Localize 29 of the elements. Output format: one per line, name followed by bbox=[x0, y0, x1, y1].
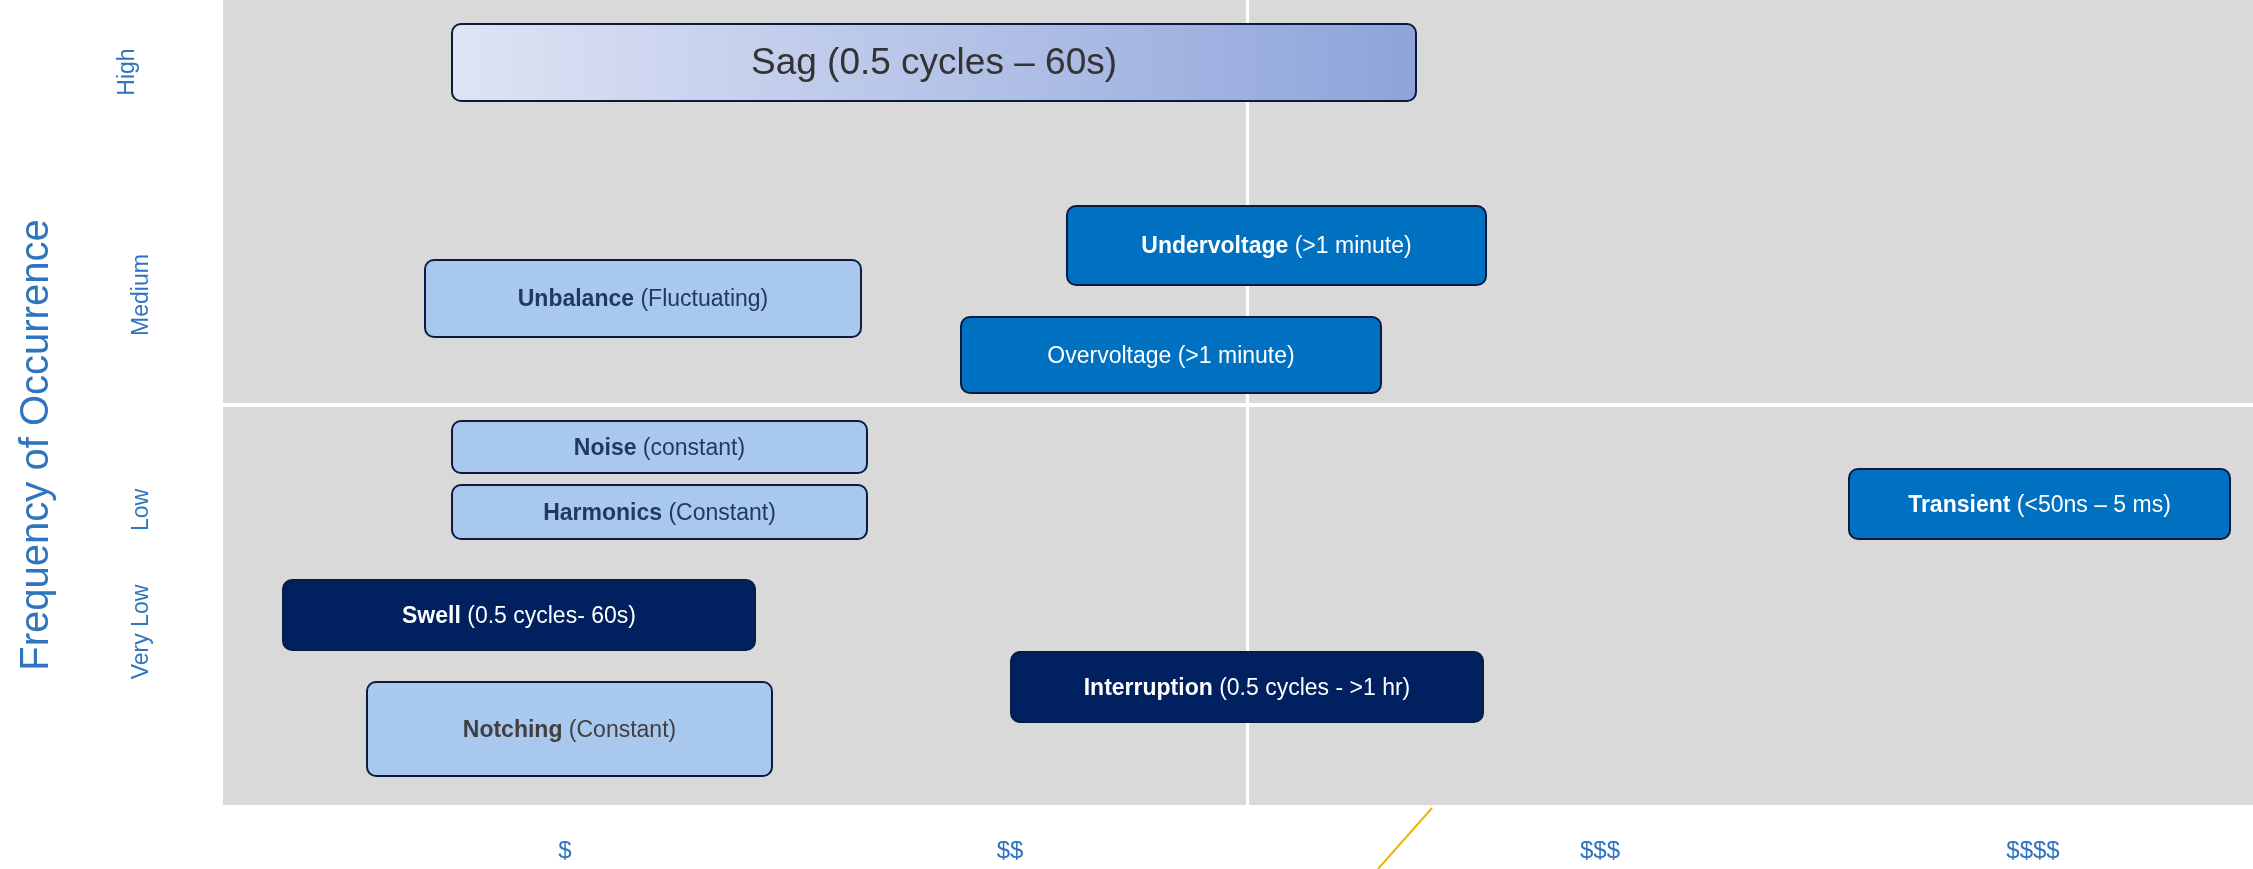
category-box bbox=[424, 259, 862, 338]
cost-label: $$ bbox=[996, 838, 1024, 862]
category-label: Interruption (0.5 cycles - >1 hr) bbox=[1083, 672, 1411, 702]
category-label: Sag (0.5 cycles – 60s) bbox=[750, 40, 1118, 85]
axis-label: Frequency of Occurrence bbox=[14, 219, 54, 671]
category-label: Swell (0.5 cycles- 60s) bbox=[402, 600, 636, 630]
category-box bbox=[1066, 205, 1487, 286]
category-box bbox=[451, 484, 868, 540]
category-box bbox=[1848, 468, 2231, 540]
axis-label: Low bbox=[128, 488, 152, 532]
cost-label: $ bbox=[558, 838, 572, 862]
axis-label: Very Low bbox=[128, 584, 152, 680]
cost-label: $$$ bbox=[1580, 838, 1620, 862]
category-label: Notching (Constant) bbox=[462, 714, 677, 744]
category-label: Transient (<50ns – 5 ms) bbox=[1908, 489, 2171, 519]
category-label: Undervoltage (>1 minute) bbox=[1141, 231, 1412, 260]
category-label: Unbalance (Fluctuating) bbox=[517, 284, 769, 313]
category-box bbox=[366, 681, 773, 777]
category-box bbox=[451, 23, 1417, 102]
category-box bbox=[282, 579, 756, 651]
category-label: Overvoltage (>1 minute) bbox=[1047, 340, 1295, 370]
category-label: Noise (constant) bbox=[573, 432, 746, 462]
category-label: Harmonics (Constant) bbox=[543, 497, 776, 527]
category-box bbox=[960, 316, 1382, 394]
cost-label: $$$$ bbox=[2006, 838, 2060, 862]
category-box bbox=[1010, 651, 1484, 723]
category-box bbox=[451, 420, 868, 474]
axis-label: Medium bbox=[128, 254, 152, 336]
axis-label: High bbox=[114, 48, 138, 96]
